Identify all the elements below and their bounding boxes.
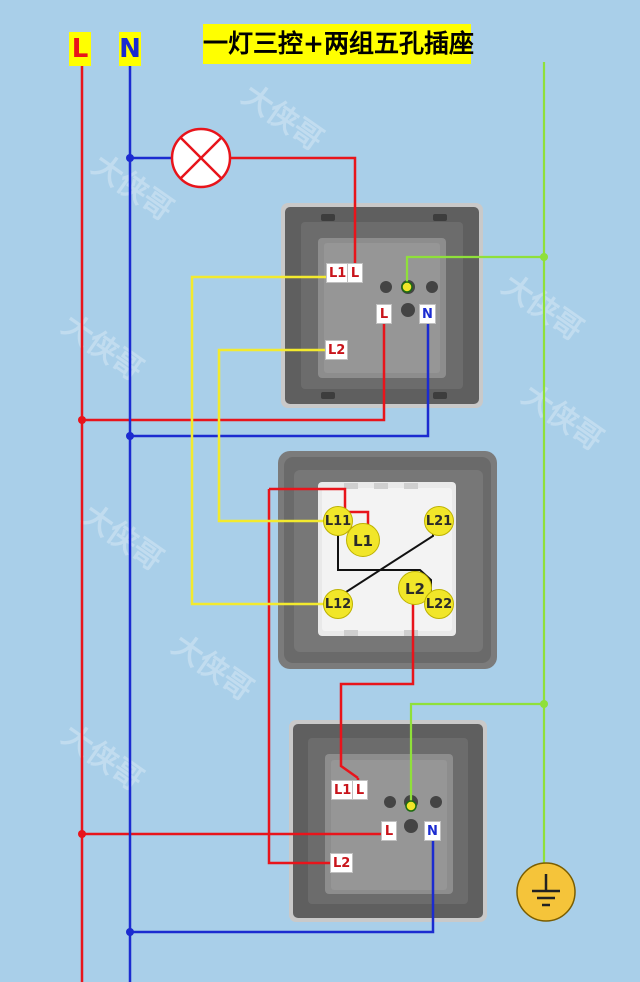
watermark: 大侠哥 — [165, 628, 259, 708]
earth-terminal-marker — [401, 281, 413, 293]
watermark: 大侠哥 — [55, 718, 149, 798]
junction-dot — [126, 432, 134, 440]
watermark: 大侠哥 — [235, 78, 329, 158]
switch-l12-terminal: L12 — [323, 589, 353, 619]
socket-top-live-label: L — [376, 304, 392, 324]
earth-wiring — [405, 62, 546, 868]
junction-dot — [78, 416, 86, 424]
watermark: 大侠哥 — [495, 268, 589, 348]
junction-dot — [126, 154, 134, 162]
socket-top-l1-label: L1 — [326, 263, 350, 283]
switch-l1-terminal: L1 — [346, 523, 380, 557]
switch-l21-terminal: L21 — [424, 506, 454, 536]
diagram-title: 一灯三控+两组五孔插座 — [203, 24, 474, 64]
socket-top-neutral-label: N — [419, 304, 436, 324]
neutral-bus-label: N — [119, 32, 141, 66]
junction-dot — [78, 830, 86, 838]
ground-icon — [516, 862, 576, 922]
junction-dot — [540, 700, 548, 708]
watermark: 大侠哥 — [75, 498, 169, 578]
earth-terminal-marker — [405, 800, 417, 812]
watermark: 大侠哥 — [55, 308, 149, 388]
socket-bottom-l2-label: L2 — [330, 853, 354, 873]
switch-l11-terminal: L11 — [323, 506, 353, 536]
lamp-icon — [170, 127, 232, 189]
live-wiring — [80, 62, 415, 982]
socket-top-l2-label: L2 — [325, 340, 349, 360]
socket-bottom-l1-label: L1 — [331, 780, 355, 800]
socket-bottom-live-label: L — [381, 821, 397, 841]
watermark-group: 大侠哥 大侠哥 大侠哥 大侠哥 大侠哥 大侠哥 大侠哥 大侠哥 大侠哥 — [55, 78, 609, 798]
traveler-wiring — [190, 275, 326, 606]
socket-bottom-neutral-label: N — [424, 821, 441, 841]
switch-l22-terminal: L22 — [424, 589, 454, 619]
junction-dot — [540, 253, 548, 261]
switch-l2-terminal: L2 — [398, 571, 432, 605]
switch-middle-panel — [278, 451, 497, 669]
socket-bottom-l-label: L — [352, 780, 368, 800]
live-bus-label: L — [69, 32, 91, 66]
neutral-wiring — [128, 62, 435, 982]
socket-top-l-label: L — [347, 263, 363, 283]
watermark: 大侠哥 — [515, 378, 609, 458]
junction-dot — [126, 928, 134, 936]
